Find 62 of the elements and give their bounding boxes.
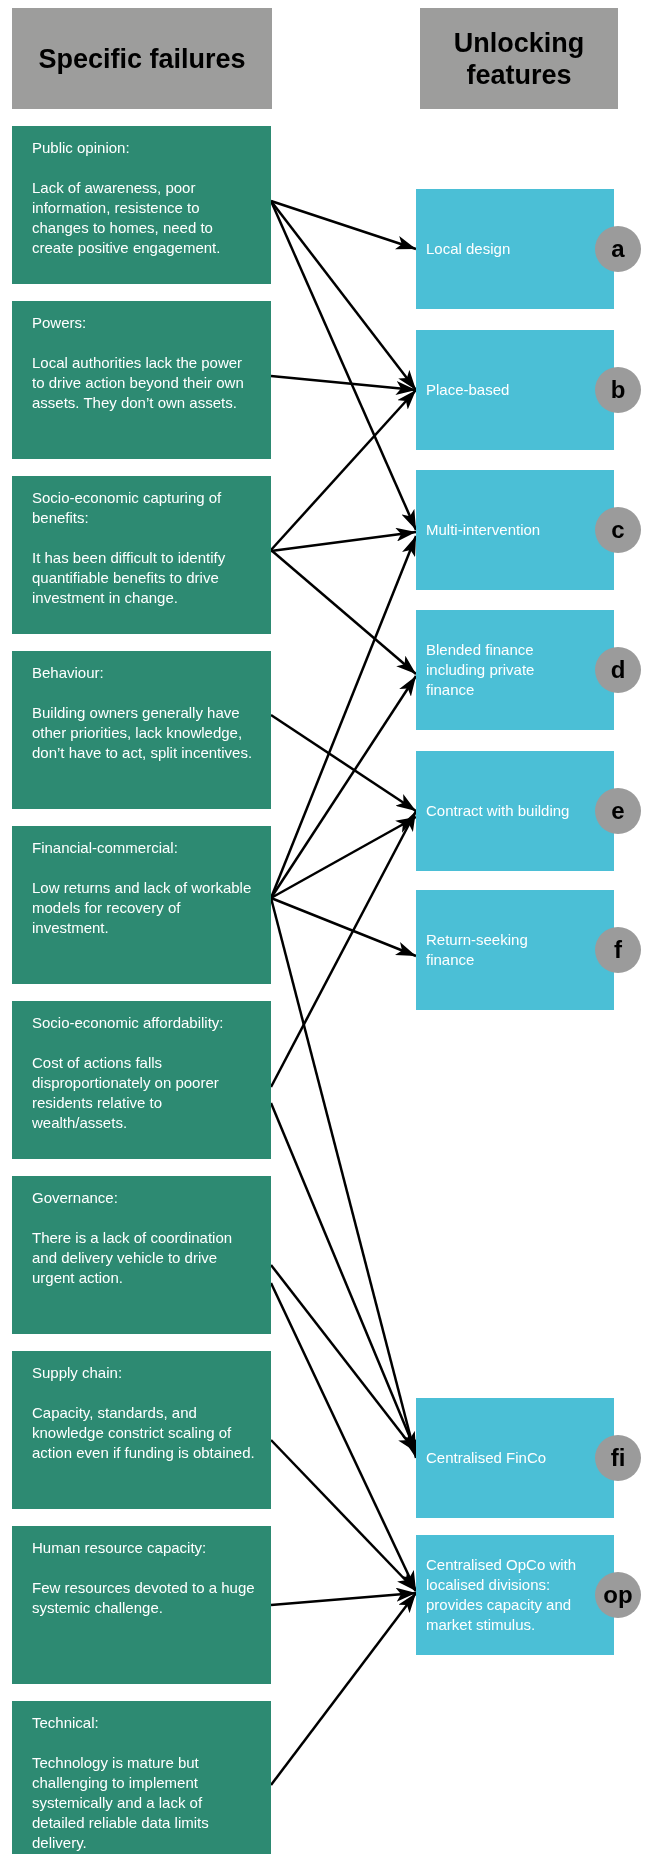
failure-box xyxy=(12,476,271,634)
feature-label: Contract with building xyxy=(426,801,570,821)
failure-heading: Technical: xyxy=(32,1713,100,1733)
failure-heading: Supply chain: xyxy=(32,1363,124,1383)
arrow xyxy=(270,389,417,551)
failure-box xyxy=(12,1701,271,1854)
failure-heading: Powers: xyxy=(32,313,88,333)
failure-description: Capacity, standards, and knowledge constrict scaling of action even if funding is obtained. xyxy=(32,1403,256,1463)
column-heading: Unlocking features xyxy=(452,26,586,91)
failure-heading: Socio-economic affordability: xyxy=(32,1013,225,1033)
failure-heading: Financial-commercial: xyxy=(32,838,179,858)
letter-badge: fi xyxy=(595,1435,641,1481)
failure-description: Few resources devoted to a huge systemic challenge. xyxy=(32,1578,256,1618)
failure-description: Low returns and lack of workable models for recovery of investment. xyxy=(32,878,253,938)
column-heading: Specific failures xyxy=(38,42,246,75)
feature-label: Centralised OpCo with localised divisions: provides capacity and market stimulus. xyxy=(426,1555,578,1635)
letter-badge: e xyxy=(595,788,641,834)
failure-box xyxy=(12,1526,271,1684)
arrow xyxy=(270,815,417,900)
arrow xyxy=(270,199,417,251)
failure-heading: Public opinion: xyxy=(32,138,131,158)
arrow xyxy=(270,549,417,675)
failure-box xyxy=(12,651,271,809)
feature-label: Centralised FinCo xyxy=(426,1448,547,1468)
arrow xyxy=(270,527,417,553)
feature-label: Return-seeking finance xyxy=(426,930,529,970)
letter-badge: c xyxy=(595,507,641,553)
failure-box xyxy=(12,1351,271,1509)
failure-heading: Behaviour: xyxy=(32,663,105,683)
column-header-box xyxy=(420,8,618,109)
failure-heading: Socio-economic capturing of benefits: xyxy=(32,488,223,528)
letter-badge: d xyxy=(595,647,641,693)
arrow xyxy=(270,896,417,958)
failure-box xyxy=(12,301,271,459)
feature-label: Local design xyxy=(426,239,511,259)
letter-badge: b xyxy=(595,367,641,413)
arrow xyxy=(270,374,417,396)
failure-description: Cost of actions falls disproportionately on poorer residents relative to wealth/assets. xyxy=(32,1053,220,1133)
failure-box xyxy=(12,1176,271,1334)
failure-description: Lack of awareness, poor information, resistence to changes to homes, need to create positive engagement. xyxy=(32,178,222,258)
arrow xyxy=(270,713,417,813)
arrow xyxy=(270,1587,417,1607)
letter-badge: a xyxy=(595,226,641,272)
failure-heading: Governance: xyxy=(32,1188,119,1208)
failure-description: Local authorities lack the power to drive action beyond their own assets. They don’t own assets. xyxy=(32,353,245,413)
column-header-box xyxy=(12,8,272,109)
failure-box xyxy=(12,1001,271,1159)
arrow xyxy=(270,200,417,391)
failure-box xyxy=(12,126,271,284)
feature-label: Multi-intervention xyxy=(426,520,541,540)
arrow xyxy=(270,1592,417,1786)
letter-badge: f xyxy=(595,927,641,973)
failure-description: It has been difficult to identify quantifiable benefits to drive investment in change. xyxy=(32,548,227,608)
failure-description: There is a lack of coordination and delivery vehicle to drive urgent action. xyxy=(32,1228,234,1288)
failure-heading: Human resource capacity: xyxy=(32,1538,208,1558)
failure-description: Building owners generally have other priorities, lack knowledge, don’t have to act, split incentives. xyxy=(32,703,254,763)
arrow xyxy=(270,1439,417,1592)
feature-label: Blended finance including private finance xyxy=(426,640,536,700)
letter-badge: op xyxy=(595,1572,641,1618)
feature-label: Place-based xyxy=(426,380,510,400)
failure-box xyxy=(12,826,271,984)
failure-description: Technology is mature but challenging to implement systemically and a lack of detailed reliable data limits delivery. xyxy=(32,1753,210,1853)
